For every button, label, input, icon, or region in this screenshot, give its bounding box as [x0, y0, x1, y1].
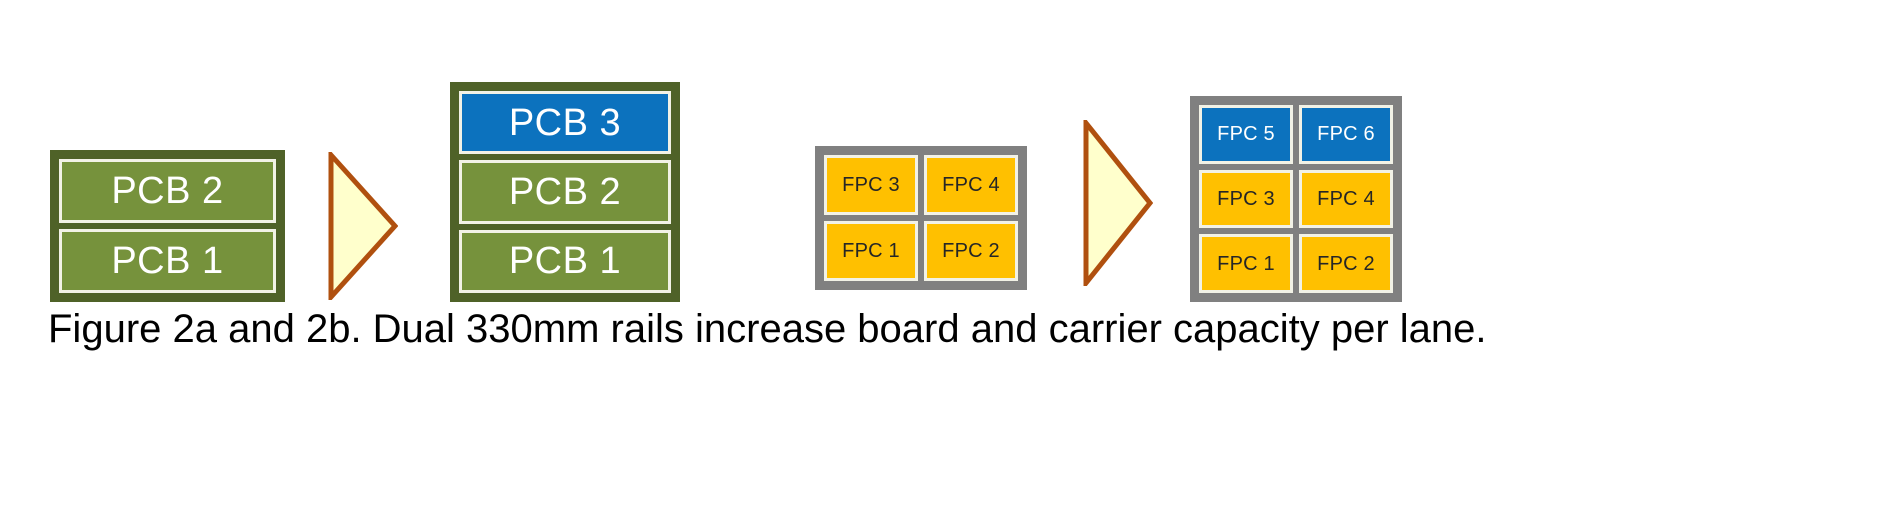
rail-row: PCB 3 — [459, 91, 671, 155]
arrow-pcb-right-icon — [328, 148, 399, 304]
board-slot-pcb-1[interactable]: PCB 1 — [59, 229, 276, 293]
figure-caption: Figure 2a and 2b. Dual 330mm rails incre… — [48, 307, 1487, 351]
board-slot-pcb-3[interactable]: PCB 3 — [459, 91, 671, 155]
carrier-slot-fpc-3[interactable]: FPC 3 — [824, 155, 918, 215]
carrier-slot-fpc-5[interactable]: FPC 5 — [1199, 105, 1293, 164]
rail-row: PCB 1 — [459, 229, 671, 293]
board-slot-pcb-2[interactable]: PCB 2 — [459, 160, 671, 224]
board-slot-pcb-1[interactable]: PCB 1 — [459, 229, 671, 293]
fpc-carrier-dual: FPC 5 FPC 6 FPC 3 FPC 4 FPC 1 FPC 2 — [1190, 96, 1402, 302]
rail-row: PCB 1 — [59, 229, 276, 293]
carrier-slot-fpc-2[interactable]: FPC 2 — [1299, 234, 1393, 294]
rail-row: PCB 2 — [459, 160, 671, 224]
carrier-row: FPC 3 FPC 4 — [1199, 169, 1393, 229]
carrier-slot-fpc-1[interactable]: FPC 1 — [824, 221, 918, 281]
carrier-row: FPC 1 FPC 2 — [1199, 234, 1393, 294]
fpc-carrier-single: FPC 3 FPC 4 FPC 1 FPC 2 — [815, 146, 1027, 290]
rail-row: PCB 2 — [59, 159, 276, 223]
carrier-slot-fpc-4[interactable]: FPC 4 — [1299, 169, 1393, 229]
carrier-slot-fpc-3[interactable]: FPC 3 — [1199, 169, 1293, 229]
carrier-slot-fpc-1[interactable]: FPC 1 — [1199, 234, 1293, 294]
carrier-slot-fpc-6[interactable]: FPC 6 — [1299, 105, 1393, 164]
pcb-rail-dual: PCB 3 PCB 2 PCB 1 — [450, 82, 680, 302]
carrier-slot-fpc-2[interactable]: FPC 2 — [924, 221, 1018, 281]
arrow-fpc-right-icon — [1083, 115, 1154, 291]
carrier-row: FPC 1 FPC 2 — [824, 221, 1018, 281]
pcb-rail-single: PCB 2 PCB 1 — [50, 150, 285, 302]
carrier-row: FPC 3 FPC 4 — [824, 155, 1018, 215]
carrier-row: FPC 5 FPC 6 — [1199, 105, 1393, 164]
board-slot-pcb-2[interactable]: PCB 2 — [59, 159, 276, 223]
carrier-slot-fpc-4[interactable]: FPC 4 — [924, 155, 1018, 215]
